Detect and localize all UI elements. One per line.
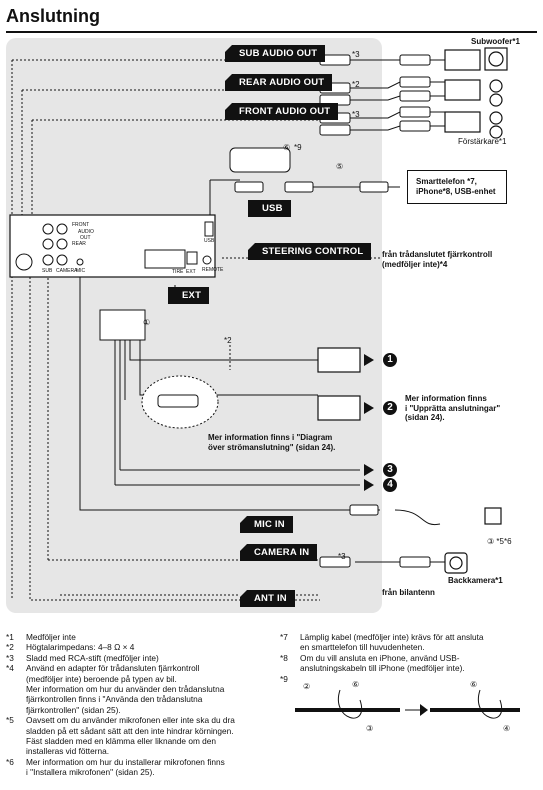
info-diagram-text: Mer information finns i "Diagram över st… [208, 433, 336, 452]
unit-mic: MIC [76, 268, 86, 274]
ext-label: EXT [168, 287, 210, 304]
mark-rear: *2 [352, 80, 360, 89]
title-rule [6, 31, 537, 33]
camera-in-label: CAMERA IN [240, 544, 318, 561]
ant-in-label: ANT IN [240, 590, 295, 607]
arrow-4 [364, 479, 374, 491]
fig9-mark-6b: ⑥ [470, 680, 478, 689]
unit-tire: TIRE [172, 269, 184, 275]
unit-ext: EXT [186, 269, 196, 275]
arrow-3 [364, 464, 374, 476]
mark-harness: ① [143, 318, 151, 327]
fig9-mark-6a: ⑥ [352, 680, 360, 689]
mark-camera: *3 [338, 552, 346, 561]
mark-mic: ③ *5*6 [487, 537, 512, 546]
mic-in-label: MIC IN [240, 516, 293, 533]
number-3: 3 [383, 463, 397, 477]
number-2: 2 [383, 401, 397, 415]
steering-control-label: STEERING CONTROL [248, 243, 372, 260]
number-4: 4 [383, 478, 397, 492]
mark-front: *3 [352, 110, 360, 119]
front-audio-out-label: FRONT AUDIO OUT [225, 103, 339, 120]
unit-camera: CAMERA [56, 268, 78, 274]
subwoofer-text: Subwoofer*1 [471, 37, 520, 46]
forstarkare-text: Förstärkare*1 [458, 137, 507, 146]
backkamera-text: Backkamera*1 [448, 576, 503, 585]
number-1: 1 [383, 353, 397, 367]
unit-rear: REAR [72, 241, 86, 247]
unit-usb: USB [204, 238, 215, 244]
mark-usb-adapter-a: ⑥ [283, 143, 291, 152]
mark-usb-cable: ⑤ [336, 162, 344, 171]
diagram-panel [6, 38, 382, 613]
unit-sub: SUB [42, 268, 53, 274]
footnote: *9 [280, 673, 288, 684]
unit-audio: AUDIO [78, 229, 94, 235]
smartphone-text: Smarttelefon *7, iPhone*8, USB-enhet [416, 177, 496, 196]
unit-remote: REMOTE [202, 267, 224, 273]
sub-audio-out-label: SUB AUDIO OUT [225, 45, 326, 62]
page-title: Anslutning [6, 6, 100, 26]
arrow-2 [364, 402, 374, 414]
fig9-mark-3: ③ [366, 724, 374, 733]
fig9-mark-4: ④ [503, 724, 511, 733]
info-2-text: Mer information finns i "Upprätta anslut… [405, 394, 501, 423]
mark-harness-2: *2 [224, 336, 232, 345]
unit-out: OUT [80, 235, 91, 241]
rear-audio-out-label: REAR AUDIO OUT [225, 74, 333, 91]
usb-label: USB [248, 200, 291, 217]
unit-front: FRONT [72, 222, 90, 228]
smartphone-box: Smarttelefon *7, iPhone*8, USB-enhet [407, 170, 507, 204]
bilantenn-text: från bilantenn [382, 588, 435, 597]
arrow-1 [364, 354, 374, 366]
fig9-mark-2: ② [303, 682, 311, 691]
mark-usb-adapter-b: *9 [294, 143, 302, 152]
mark-sub: *3 [352, 50, 360, 59]
steering-remote-text: från trådanslutet fjärrkontroll (medfölj… [382, 250, 493, 269]
